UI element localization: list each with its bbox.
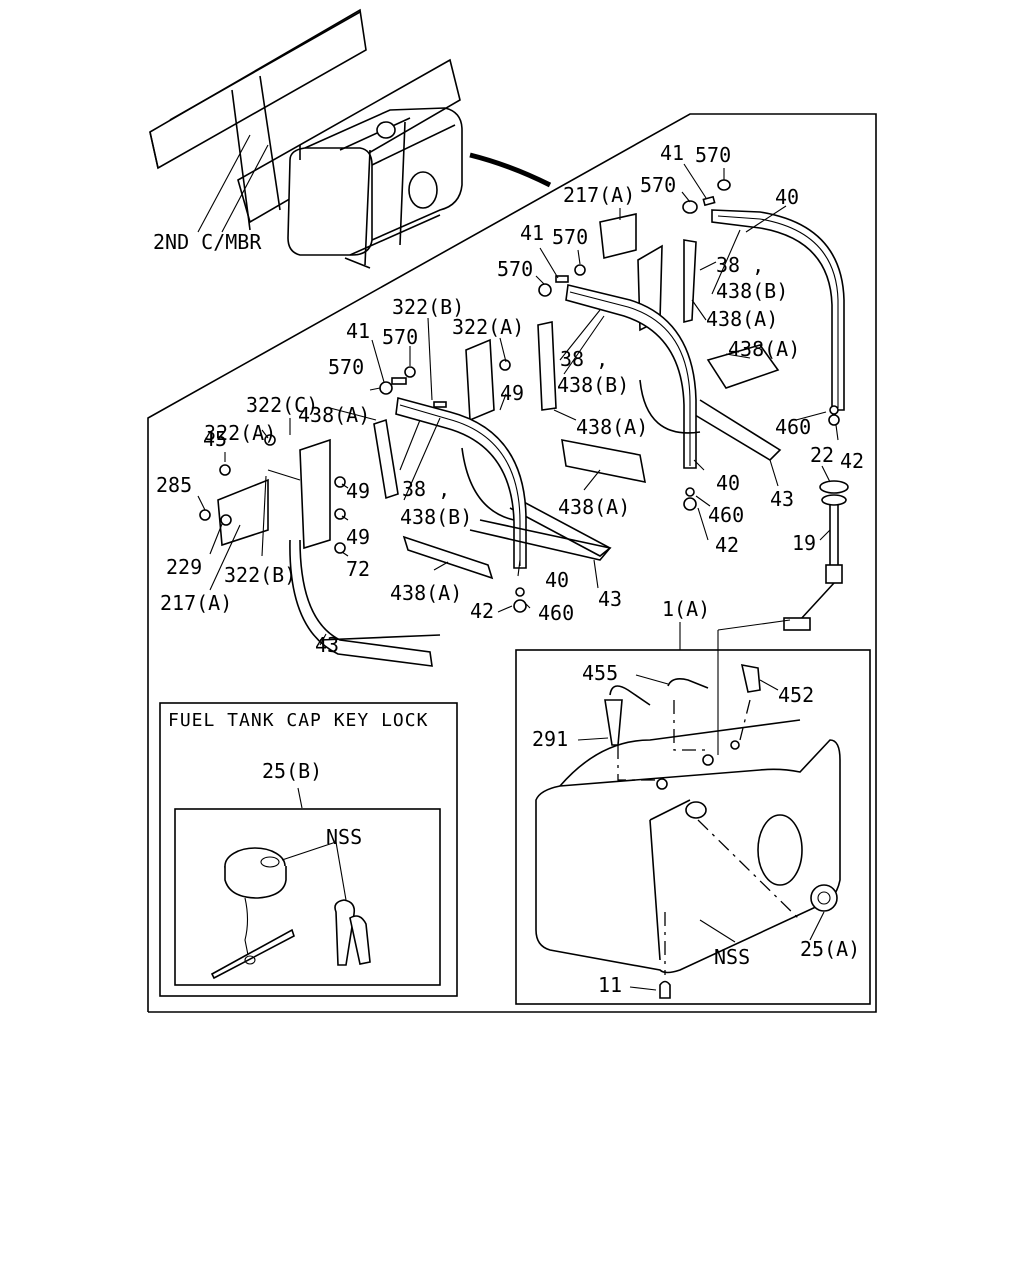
front-bracket	[199, 434, 612, 667]
label-438a: 438(A)	[728, 337, 800, 361]
label-11: 11	[598, 973, 622, 997]
label-38: 38 ,	[716, 253, 764, 277]
label-229: 229	[166, 555, 202, 579]
label-38: 38 ,	[560, 347, 608, 371]
label-49: 49	[500, 381, 524, 405]
label-322a: 322(A)	[204, 421, 276, 445]
label-25a: 25(A)	[800, 937, 860, 961]
label-438a: 438(A)	[558, 495, 630, 519]
label-40: 40	[775, 185, 799, 209]
leader-lines	[197, 163, 839, 991]
label-40: 40	[716, 471, 740, 495]
label-43: 43	[598, 587, 622, 611]
label-322a: 322(A)	[452, 315, 524, 339]
label-41: 41	[660, 141, 684, 165]
label-322b: 322(B)	[392, 295, 464, 319]
label-49: 49	[346, 525, 370, 549]
label-455: 455	[582, 661, 618, 685]
label-217a: 217(A)	[563, 183, 635, 207]
keylock-title: FUEL TANK CAP KEY LOCK	[168, 710, 428, 731]
chassis-overview: 2ND C/MBR	[149, 8, 552, 269]
label-570: 570	[695, 143, 731, 167]
label-460: 460	[708, 503, 744, 527]
label-41: 41	[346, 319, 370, 343]
part-labels: 41 570 570 217(A) 40 41 570 570 38 , 438…	[156, 141, 864, 997]
label-1a: 1(A)	[662, 597, 710, 621]
label-570: 570	[497, 257, 533, 281]
label-38: 38 ,	[402, 477, 450, 501]
label-438b: 438(B)	[557, 373, 629, 397]
strap-set-middle	[465, 264, 701, 557]
label-41: 41	[520, 221, 544, 245]
label-570: 570	[640, 173, 676, 197]
label-42: 42	[715, 533, 739, 557]
label-438a: 438(A)	[390, 581, 462, 605]
strap-set-rear	[599, 179, 845, 462]
label-438a: 438(A)	[298, 403, 370, 427]
label-49: 49	[346, 479, 370, 503]
label-43: 43	[770, 487, 794, 511]
fuel-tank	[535, 630, 841, 999]
label-322b: 322(B)	[224, 563, 296, 587]
label-nss: NSS	[326, 825, 362, 849]
main-frame	[147, 113, 877, 1013]
label-40: 40	[545, 568, 569, 592]
label-570: 570	[328, 355, 364, 379]
label-291: 291	[532, 727, 568, 751]
label-570: 570	[382, 325, 418, 349]
label-nss: NSS	[714, 945, 750, 969]
strap-set-front	[373, 366, 527, 613]
label-42: 42	[840, 449, 864, 473]
label-452: 452	[778, 683, 814, 707]
label-72: 72	[346, 557, 370, 581]
label-438a: 438(A)	[706, 307, 778, 331]
label-285: 285	[156, 473, 192, 497]
label-22: 22	[810, 443, 834, 467]
label-322c: 322(C)	[246, 393, 318, 417]
label-570: 570	[552, 225, 588, 249]
label-45: 45	[203, 427, 227, 451]
label-217a: 217(A)	[160, 591, 232, 615]
label-460: 460	[538, 601, 574, 625]
label-438b: 438(B)	[716, 279, 788, 303]
keylock-inset	[159, 702, 458, 997]
keylock-inner-box	[174, 808, 441, 986]
label-43: 43	[315, 633, 339, 657]
label-460: 460	[775, 415, 811, 439]
label-438a: 438(A)	[576, 415, 648, 439]
label-19: 19	[792, 531, 816, 555]
tank-box	[515, 649, 871, 1005]
label-2nd-cmbr: 2ND C/MBR	[153, 230, 262, 254]
label-438b: 438(B)	[400, 505, 472, 529]
fuel-cap-and-keys	[210, 841, 371, 980]
label-25b: 25(B)	[262, 759, 322, 783]
fuel-gauge-unit	[783, 480, 849, 631]
label-42: 42	[470, 599, 494, 623]
